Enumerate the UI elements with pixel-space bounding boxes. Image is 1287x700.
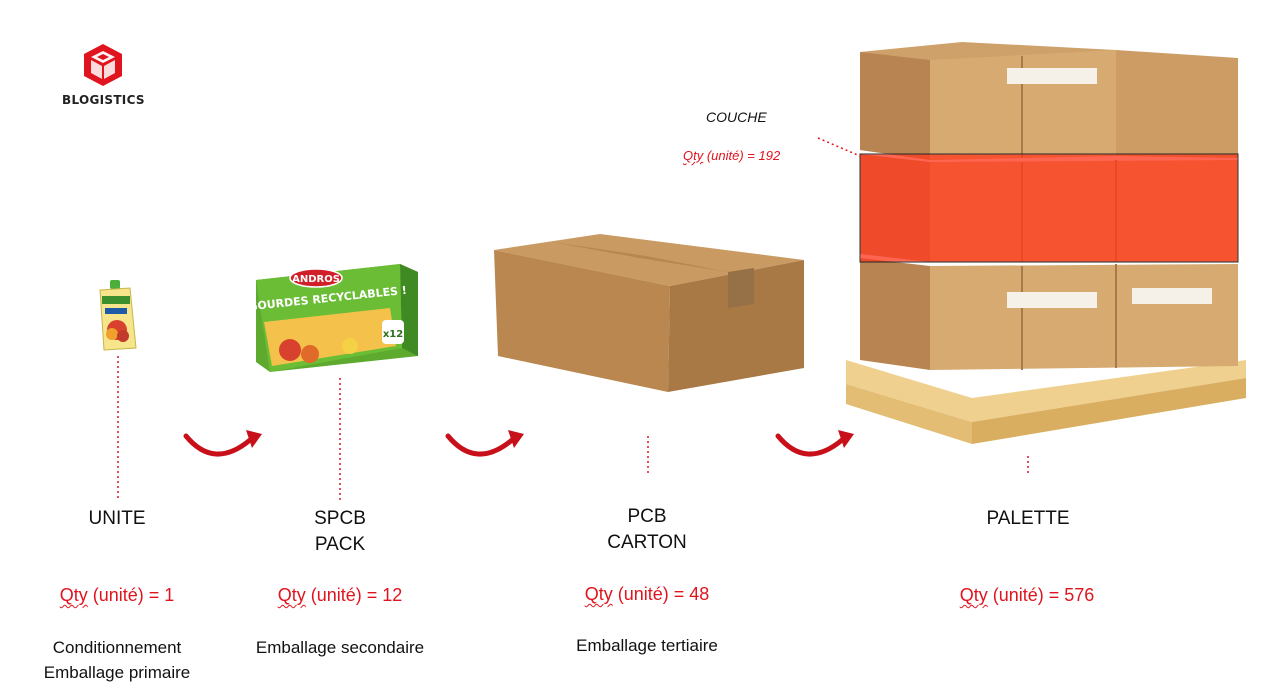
unite-title: UNITE: [88, 508, 146, 529]
pouch-icon: [99, 280, 137, 351]
pack-icon: ANDROS GOURDES RECYCLABLES ! x12: [248, 264, 418, 372]
carton-icon: [494, 234, 804, 392]
pallet-icon: [846, 42, 1246, 444]
spcb-qty: Qty (unité) = 12: [277, 585, 403, 605]
couche-label: COUCHE: [706, 109, 767, 125]
palette-qty: Qty (unité) = 576: [959, 585, 1095, 605]
pcb-desc: Emballage tertiaire: [576, 636, 718, 655]
arrow-icon-2: [445, 430, 524, 457]
logo-text: BLOGISTICS: [62, 93, 145, 107]
couche-layer-highlight: [859, 153, 1239, 263]
palette-title: PALETTE: [986, 508, 1070, 529]
arrow-icon-1: [183, 430, 262, 457]
blogistics-logo-icon: [84, 44, 122, 86]
pack-count: x12: [383, 329, 403, 340]
unite-qty: Qty (unité) = 1: [59, 585, 175, 605]
pcb-qty: Qty (unité) = 48: [584, 584, 710, 604]
pack-brand: ANDROS: [292, 274, 340, 285]
spcb-desc: Emballage secondaire: [255, 638, 425, 657]
couche-qty: Qty (unité) = 192: [683, 148, 781, 163]
